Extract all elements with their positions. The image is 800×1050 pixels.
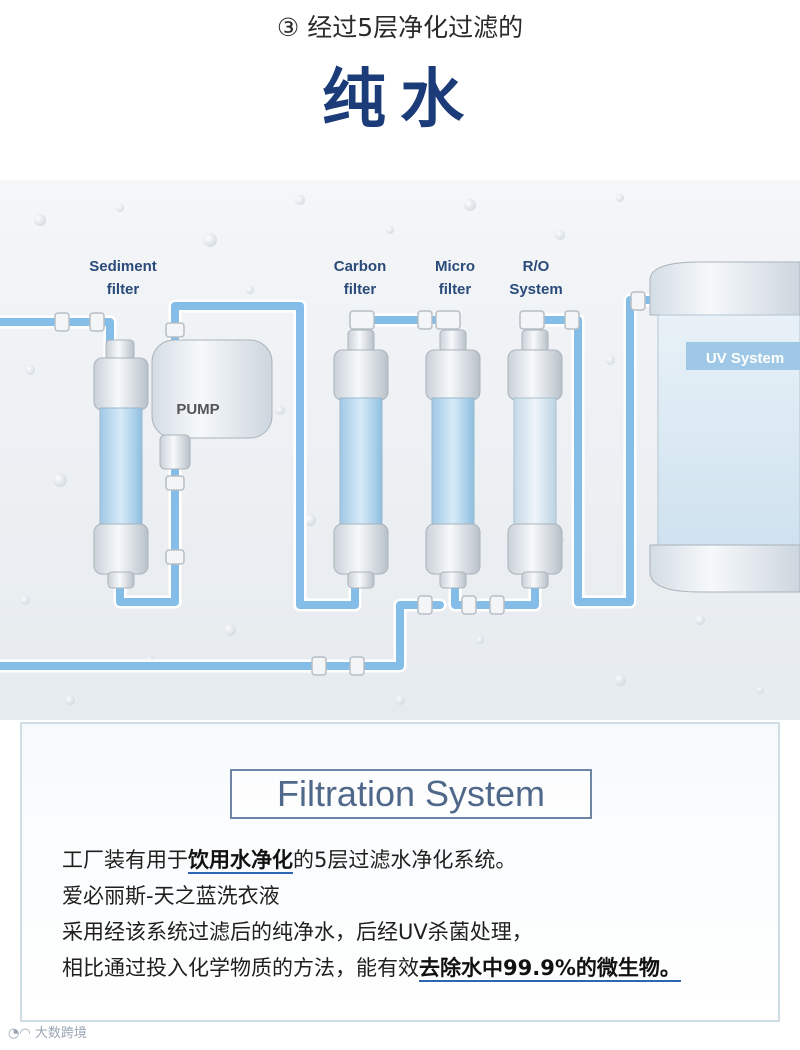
line4-highlight: 去除水中99.9%的微生物。 xyxy=(419,956,681,982)
ro-system-housing xyxy=(508,330,562,588)
description-line-1: 工厂装有用于饮用水净化的5层过滤水净化系统。 xyxy=(62,842,782,878)
ro-system-label-line1: R/O xyxy=(523,258,550,275)
watermark-logo-icon: ◔◠ xyxy=(8,1026,35,1041)
sediment-filter-label-line1: Sediment xyxy=(89,258,157,275)
carbon-filter-label-line1: Carbon xyxy=(334,258,387,275)
sediment-filter-housing xyxy=(94,340,148,588)
micro-filter-label-line1: Micro xyxy=(435,258,475,275)
watermark-text: 大数跨境 xyxy=(35,1026,87,1041)
line1-text-b: 的5层过滤水净化系统。 xyxy=(293,848,516,872)
line4-text-a: 相比通过投入化学物质的方法，能有效 xyxy=(62,956,419,980)
header: ③ 经过5层净化过滤的 纯水 xyxy=(0,0,800,180)
step-subtitle: ③ 经过5层净化过滤的 xyxy=(0,8,800,44)
pump-label: PUMP xyxy=(176,401,219,418)
description-line-3: 采用经该系统过滤后的纯净水，后经UV杀菌处理， xyxy=(62,914,782,950)
carbon-filter-housing xyxy=(334,330,388,588)
micro-filter-label-line2: filter xyxy=(439,281,472,298)
micro-filter-housing xyxy=(426,330,480,588)
uv-system-label: UV System xyxy=(706,350,784,367)
filtration-diagram-svg: Sediment filter Carbon filter Micro filt… xyxy=(0,180,800,720)
description-line-4: 相比通过投入化学物质的方法，能有效去除水中99.9%的微生物。 xyxy=(62,950,782,986)
description-line-2: 爱必丽斯-天之蓝洗衣液 xyxy=(62,878,782,914)
uv-system-tank xyxy=(650,262,800,592)
line1-highlight: 饮用水净化 xyxy=(188,848,293,874)
sediment-filter-label-line2: filter xyxy=(107,281,140,298)
line1-text-a: 工厂装有用于 xyxy=(62,848,188,872)
filtration-diagram: Sediment filter Carbon filter Micro filt… xyxy=(0,180,800,720)
ro-system-label-line2: System xyxy=(509,281,562,298)
filtration-system-title: Filtration System xyxy=(230,769,592,819)
carbon-filter-label-line2: filter xyxy=(344,281,377,298)
watermark: ◔◠ 大数跨境 xyxy=(8,1022,87,1041)
page-title: 纯水 xyxy=(0,48,800,140)
description-paragraph: 工厂装有用于饮用水净化的5层过滤水净化系统。 爱必丽斯-天之蓝洗衣液 采用经该系… xyxy=(62,842,782,986)
